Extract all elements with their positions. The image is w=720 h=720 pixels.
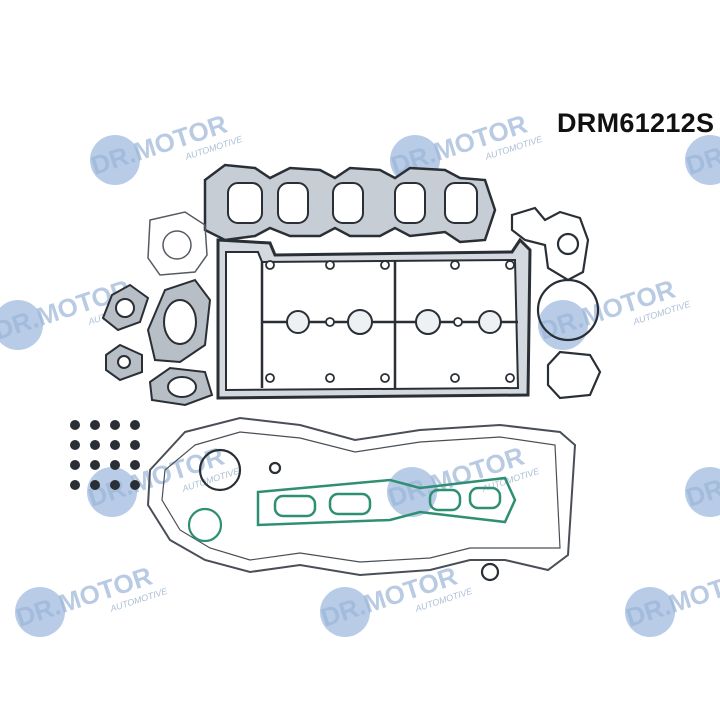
timing-cover-gasket: [146, 416, 577, 577]
valve-stem-seals: [70, 420, 140, 490]
valve-cover-gasket: [216, 237, 532, 400]
oil-cooler-gasket: [510, 206, 602, 400]
intake-manifold-gasket: [256, 476, 517, 527]
exhaust-manifold-gasket: [203, 163, 497, 244]
part-number-label: DRM61212S: [557, 108, 715, 138]
o-rings: [187, 448, 500, 582]
turbo-gasket: [147, 211, 208, 276]
flange-gaskets: [101, 278, 214, 407]
